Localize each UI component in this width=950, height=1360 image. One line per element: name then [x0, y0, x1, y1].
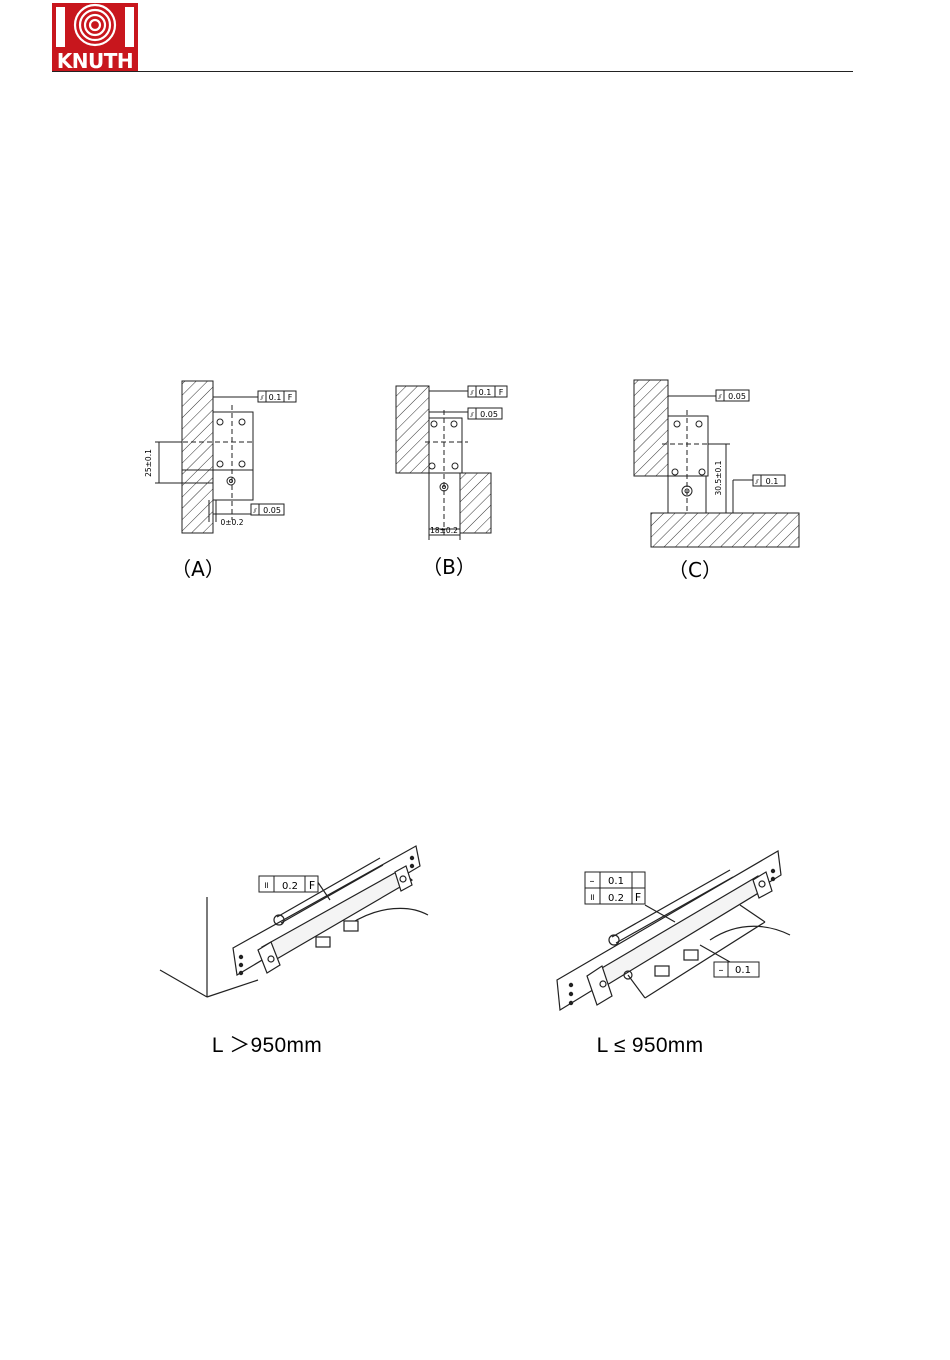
- svg-text:0.1: 0.1: [608, 876, 624, 887]
- svg-text:॥: ॥: [589, 893, 594, 903]
- figure-a-offset-dim: 0±0.2: [221, 518, 244, 527]
- figure-c-caption: （C）: [668, 558, 722, 582]
- svg-text:F: F: [309, 879, 315, 892]
- svg-text:F: F: [288, 393, 293, 402]
- long-parallel-callout: ॥ 0.2 F: [259, 876, 318, 892]
- figure-a-height-dim: 25±0.1: [144, 449, 153, 477]
- short-straightness-callout-2: – 0.1: [714, 962, 759, 977]
- scale-install-long: [160, 846, 428, 997]
- svg-text:॥: ॥: [263, 881, 268, 891]
- figure-c-flatness-top: ⫽ 0.05: [716, 390, 749, 401]
- figure-a: [155, 381, 258, 533]
- long-caption: L ＞950mm: [212, 1034, 322, 1057]
- figure-b-width-dim: 18±0.2: [430, 526, 458, 535]
- short-parallel-callout: ॥ 0.2 F: [585, 888, 645, 904]
- figure-c-height-dim: 30.5±0.1: [714, 460, 723, 495]
- svg-text:0.05: 0.05: [728, 392, 746, 401]
- figure-a-flatness-bottom: ⫽ 0.05: [251, 504, 284, 515]
- short-straightness-callout: – 0.1: [585, 872, 645, 888]
- svg-text:0.1: 0.1: [269, 393, 282, 402]
- svg-text:0.2: 0.2: [608, 893, 624, 904]
- svg-text:–: –: [719, 965, 724, 976]
- svg-text:0.2: 0.2: [282, 881, 298, 892]
- figure-c-flatness-right: ⫽ 0.1: [753, 475, 785, 486]
- figure-b-flatness-second: ⫽ 0.05: [468, 408, 502, 419]
- short-caption: L ≤ 950mm: [597, 1034, 704, 1057]
- svg-text:0.05: 0.05: [480, 410, 498, 419]
- svg-text:0.1: 0.1: [766, 477, 779, 486]
- figure-a-caption: （A）: [171, 557, 225, 581]
- figure-b-flatness-top: ⫽ 0.1 F: [468, 386, 507, 397]
- svg-text:–: –: [590, 876, 595, 887]
- figure-b-caption: （B）: [422, 555, 476, 579]
- svg-text:0.1: 0.1: [735, 965, 751, 976]
- figure-a-flatness-top: ⫽ 0.1 F: [258, 391, 296, 402]
- svg-text:F: F: [499, 388, 504, 397]
- svg-text:F: F: [635, 891, 641, 904]
- svg-text:0.05: 0.05: [263, 506, 281, 515]
- svg-text:0.1: 0.1: [479, 388, 492, 397]
